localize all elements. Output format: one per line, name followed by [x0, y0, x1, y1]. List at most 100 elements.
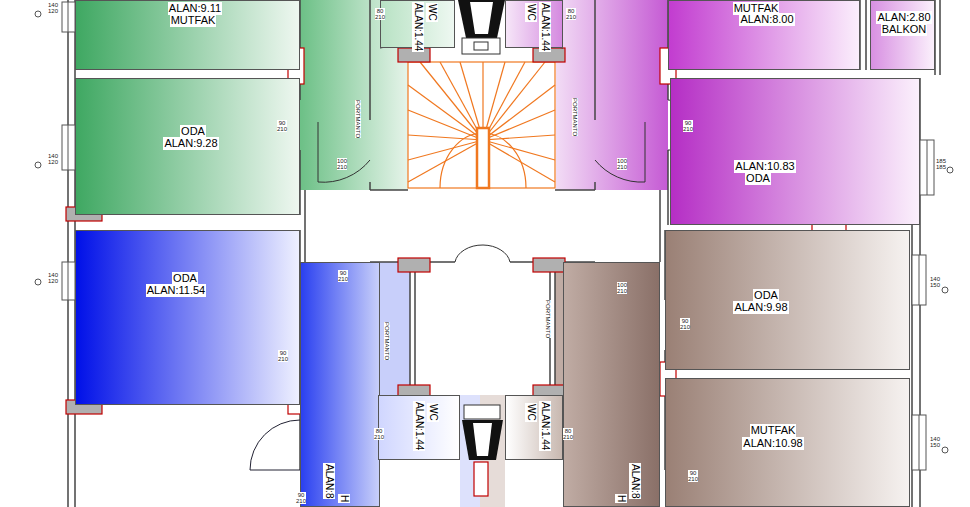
room-label: ALAN:9.11 — [168, 2, 222, 15]
windows-part — [35, 279, 41, 285]
room-label: ALAN:11.54 — [146, 284, 207, 297]
windows-part — [62, 125, 75, 170]
room-label: ALAN:10.83 — [734, 160, 795, 173]
wall-blocks-part — [474, 462, 488, 496]
room-label: ALAN:2.80 — [876, 11, 931, 24]
room-label: ODA — [172, 272, 198, 285]
dimension-label: 140 120 — [48, 272, 58, 284]
room-area: MUTFAKALAN:10.98 — [665, 378, 910, 507]
walls-part — [304, 190, 306, 262]
door-swings-part — [483, 245, 510, 262]
room-label: H — [615, 494, 627, 503]
stair-part — [408, 62, 555, 188]
windows-part — [947, 167, 953, 173]
shafts — [458, 0, 505, 460]
room-label: ALAN:9.28 — [163, 137, 218, 150]
dimension-label: 80 210 — [374, 428, 384, 440]
windows-part — [919, 255, 920, 305]
room-label: ALAN:8 — [629, 463, 641, 499]
room-label: WC — [525, 403, 537, 422]
dimension-label: 100 210 — [617, 282, 627, 294]
windows-part — [62, 2, 75, 32]
windows-part — [919, 415, 920, 470]
stair-part — [408, 110, 483, 140]
dimension-label: 90 210 — [278, 350, 288, 362]
windows-part — [942, 447, 948, 453]
dimension-label: 90 210 — [296, 492, 306, 504]
room-label: ALAN:1.44 — [413, 401, 425, 451]
walls — [68, 0, 940, 507]
fixture-note: PORTMANTO — [355, 100, 361, 138]
stair — [408, 62, 555, 188]
room-label: WC — [525, 3, 537, 22]
windows-part — [912, 255, 926, 305]
walls-part — [67, 0, 69, 507]
shafts-part — [458, 0, 505, 38]
room-area: ODAALAN:9.98 — [665, 230, 910, 370]
walls-part — [865, 0, 867, 70]
windows-part — [68, 125, 69, 170]
room-label: ALAN:1.44 — [539, 401, 551, 451]
fixture-note: PORTMANTO — [545, 300, 551, 338]
stair-part — [483, 85, 555, 140]
walls-part — [414, 262, 416, 395]
wall-blocks-part — [533, 258, 565, 272]
dimension-label: 140 120 — [48, 153, 58, 165]
room-label: ALAN:10.98 — [742, 437, 803, 450]
dimension-label: 140 150 — [930, 276, 940, 288]
room-label: ODA — [745, 172, 771, 185]
dimension-label: 90 210 — [277, 120, 287, 132]
room-area: ALAN:2.80BALKON — [870, 0, 935, 70]
fixture-note: PORTMANTO — [384, 322, 390, 360]
room-area: ALAN:10.83ODA — [670, 78, 920, 225]
door-swings-part — [250, 420, 300, 470]
dimension-label: 100 210 — [617, 158, 627, 170]
room-area: ALAN:8H — [563, 262, 660, 507]
dimension-label: 140 150 — [930, 436, 940, 448]
walls-part — [369, 0, 371, 120]
room-area: MUTFAKALAN:8.00 — [668, 0, 860, 70]
shafts-part — [462, 420, 503, 460]
windows-part — [68, 262, 69, 300]
room-label: WC — [427, 403, 439, 422]
walls-part — [939, 0, 941, 75]
windows-part — [68, 2, 69, 32]
shafts-part — [474, 42, 488, 50]
walls-part — [554, 262, 556, 395]
room-area: ALAN:9.11MUTFAK — [75, 0, 300, 70]
walls-part — [594, 182, 596, 190]
stair-part — [408, 135, 483, 140]
room-area: ALAN:8H — [300, 262, 380, 507]
walls-part — [594, 0, 596, 120]
windows-part — [912, 415, 926, 470]
windows-part — [942, 287, 948, 293]
walls-part — [409, 262, 411, 395]
walls-part — [370, 189, 408, 191]
stair-part — [477, 128, 489, 188]
dimension-label: 90 210 — [683, 120, 693, 132]
fixture-note: PORTMANTO — [572, 98, 578, 136]
room-label: ALAN:9.98 — [733, 301, 788, 314]
room-area: ODAALAN:9.28 — [75, 78, 300, 215]
room-label: ALAN:8.00 — [739, 13, 794, 26]
walls-part — [667, 150, 669, 225]
dimension-label: 140 120 — [48, 2, 58, 14]
windows-part — [920, 140, 934, 195]
room-label: ALAN:1.44 — [412, 2, 424, 52]
shafts-part — [470, 2, 493, 34]
room-area: WCALAN:1.44 — [505, 395, 563, 460]
dimension-label: 80 210 — [563, 428, 573, 440]
room-label: ALAN:8 — [323, 463, 335, 499]
walls-part — [369, 182, 371, 190]
windows-part — [62, 262, 75, 300]
shafts-part — [464, 405, 500, 419]
hall-fills — [300, 0, 668, 507]
room-label: MUTFAK — [170, 14, 217, 27]
stair-part — [408, 85, 483, 140]
windows-part — [35, 162, 41, 168]
room-label: MUTFAK — [750, 424, 797, 437]
hall-fills-part — [380, 262, 410, 395]
room-area: WCALAN:1.44 — [505, 0, 563, 48]
dimension-label: 90 210 — [688, 470, 698, 482]
